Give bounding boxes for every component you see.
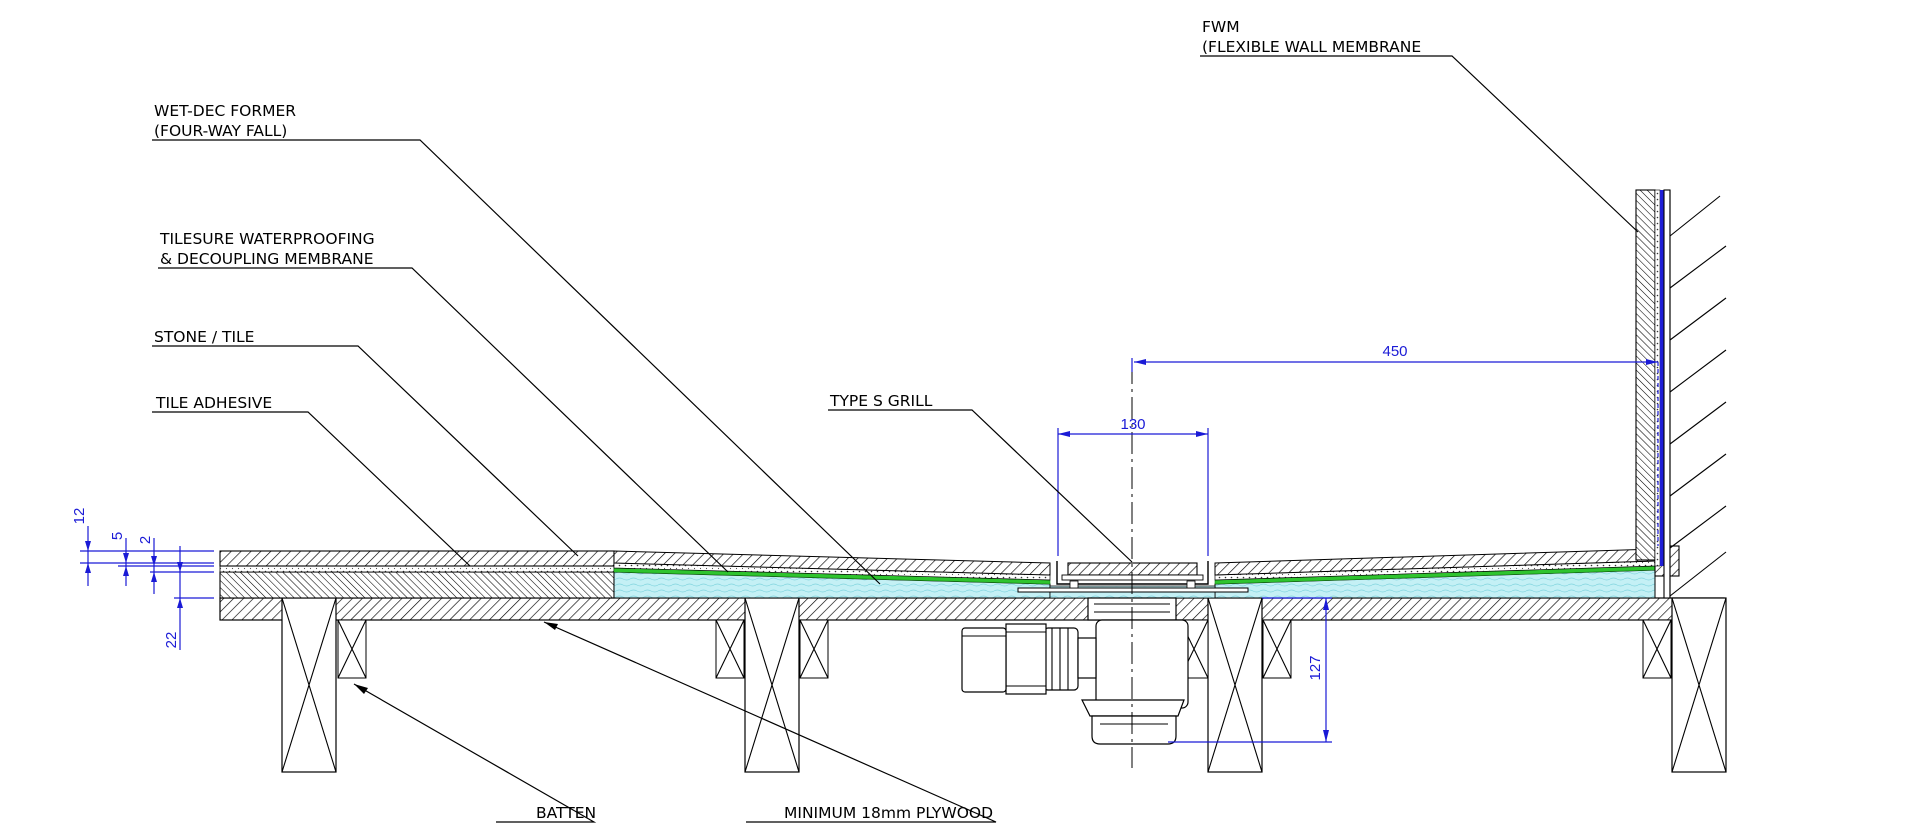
standard-floor-buildup <box>219 550 615 599</box>
batten <box>799 619 829 679</box>
joist <box>1671 597 1727 773</box>
wall-section <box>1635 189 1727 599</box>
batten <box>715 619 745 679</box>
batten <box>1262 619 1292 679</box>
joists <box>281 597 1727 773</box>
batten <box>1642 619 1672 679</box>
flexible-wall-membrane <box>1660 190 1664 566</box>
joist <box>1207 597 1263 773</box>
label-fwm-detail: (FLEXIBLE WALL MEMBRANE <box>1202 38 1421 56</box>
leader-lines <box>152 55 1639 823</box>
label-wet-dec-former: WET-DEC FORMER <box>154 102 296 120</box>
drain-flange <box>1017 587 1249 593</box>
batten <box>337 619 367 679</box>
callout-labels: FWM (FLEXIBLE WALL MEMBRANE WET-DEC FORM… <box>154 18 1421 822</box>
joist <box>744 597 800 773</box>
dimension-450: 450 <box>1382 343 1407 360</box>
dimension-130: 130 <box>1120 416 1145 433</box>
label-plywood: MINIMUM 18mm PLYWOOD <box>784 804 993 822</box>
tile-on-former <box>613 548 1656 581</box>
plywood-deck <box>219 597 1725 621</box>
wall-tile <box>1635 189 1656 561</box>
dimension-127: 127 <box>1307 655 1324 680</box>
dimension-lines <box>80 358 1659 743</box>
dimension-adhesive-5: 5 <box>109 532 126 540</box>
label-fwm: FWM <box>1202 18 1240 36</box>
label-tile-adhesive: TILE ADHESIVE <box>155 394 272 412</box>
label-type-s-grill: TYPE S GRILL <box>829 392 933 410</box>
wall-structure-hatch <box>1669 190 1727 598</box>
label-tilesure-membrane: TILESURE WATERPROOFING <box>159 230 375 248</box>
joist <box>281 597 337 773</box>
tilesure-membrane <box>613 565 1656 585</box>
dimension-tile-12: 12 <box>71 508 88 525</box>
dimension-values: 450 130 127 12 5 2 22 <box>71 343 1408 681</box>
waste-trap <box>961 597 1189 745</box>
label-stone-tile: STONE / TILE <box>154 328 254 346</box>
label-four-way-fall: (FOUR-WAY FALL) <box>154 122 287 140</box>
label-decoupling-membrane: & DECOUPLING MEMBRANE <box>160 250 374 268</box>
dimension-membrane-2: 2 <box>137 536 154 544</box>
dimension-plywood-22: 22 <box>163 632 180 649</box>
label-batten: BATTEN <box>536 804 596 822</box>
